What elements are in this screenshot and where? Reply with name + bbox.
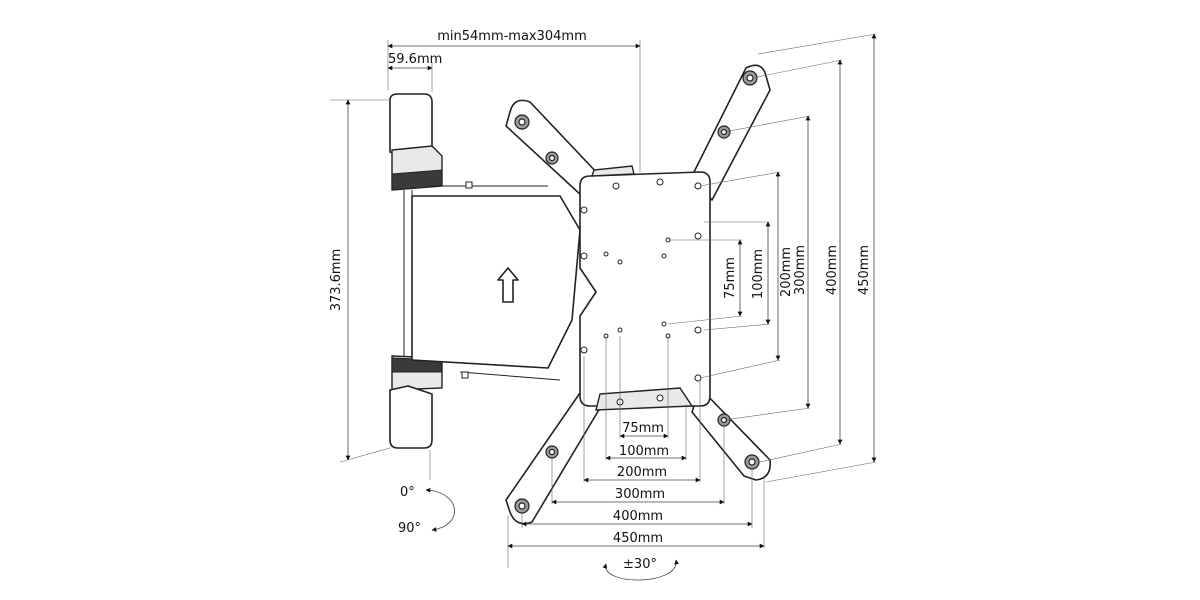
tilt-indicator: ±30° xyxy=(602,557,680,581)
vesa-v-300-label: 300mm xyxy=(793,245,808,295)
vesa-h-300-label: 300mm xyxy=(615,487,665,502)
rotation-arrow-icon xyxy=(602,559,680,581)
vesa-v-100-label: 100mm xyxy=(751,249,766,299)
height-dimension: 373.6mm xyxy=(329,99,391,463)
vesa-h-100-label: 100mm xyxy=(619,444,669,459)
x-bracket xyxy=(505,64,772,525)
vesa-h-75-label: 75mm xyxy=(622,421,664,436)
swivel-end-label: 90° xyxy=(398,521,421,536)
vesa-h-450-label: 450mm xyxy=(613,531,663,546)
swing-arm xyxy=(411,181,581,381)
swivel-arrow-icon xyxy=(425,487,455,532)
vesa-v-450-label: 450mm xyxy=(857,245,872,295)
swivel-start-label: 0° xyxy=(400,485,415,500)
arm-width-dimension: 59.6mm xyxy=(387,52,442,92)
swivel-indicator: 0° 90° xyxy=(398,450,455,536)
vesa-horizontal-dimensions: 75mm 100mm 200mm 300mm 400mm 450mm xyxy=(507,336,765,568)
arm-width-label: 59.6mm xyxy=(388,52,442,67)
height-label: 373.6mm xyxy=(329,249,344,312)
x-bracket-holes xyxy=(514,70,760,514)
depth-range-label: min54mm-max304mm xyxy=(437,29,587,44)
vesa-h-200-label: 200mm xyxy=(617,465,667,480)
vesa-v-200-label: 200mm xyxy=(779,247,794,297)
vesa-vertical-dimensions: 75mm 100mm 200mm 300mm 400mm 450mm xyxy=(667,33,877,483)
vesa-v-400-label: 400mm xyxy=(825,245,840,295)
tilt-label: ±30° xyxy=(623,557,657,572)
vesa-h-400-label: 400mm xyxy=(613,509,663,524)
vesa-v-75-label: 75mm xyxy=(723,257,738,299)
up-arrow-icon xyxy=(497,267,519,303)
depth-dimension: min54mm-max304mm xyxy=(387,29,641,172)
